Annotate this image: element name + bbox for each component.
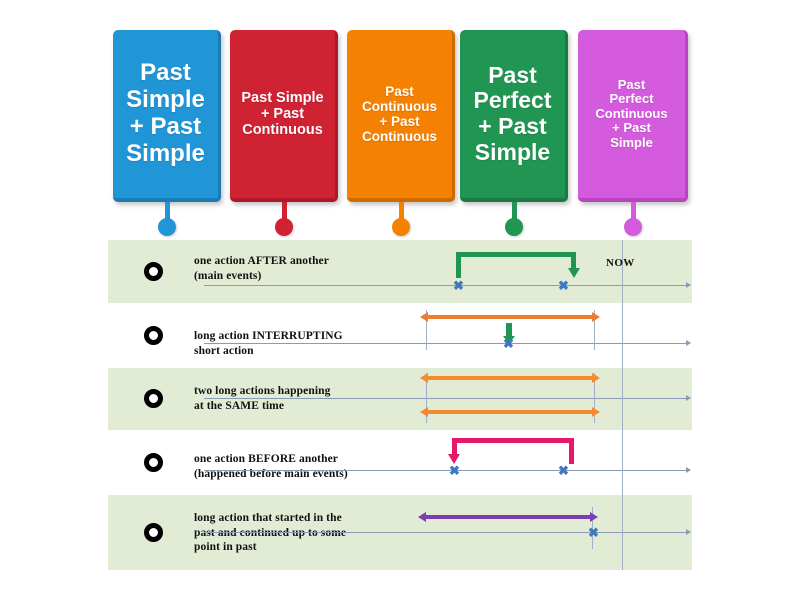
- card-connector-stem-1: [164, 202, 170, 224]
- bracket-top-bar: [452, 438, 574, 443]
- timeline-axis-2: [204, 343, 690, 344]
- tense-card-group-4[interactable]: Past Perfect + Past Simple: [460, 30, 568, 236]
- bracket-top-bar: [456, 252, 576, 257]
- timeline-row-4: one action BEFORE another (happened befo…: [108, 430, 692, 495]
- card-connector-dot-2: [275, 218, 293, 236]
- bracket-arrow-left: [448, 438, 574, 468]
- double-headed-arrow: [420, 373, 600, 383]
- tense-card-5[interactable]: Past Perfect Continuous + Past Simple: [578, 30, 688, 202]
- down-arrow-bar: [506, 323, 512, 336]
- row-description-3: two long actions happening at the SAME t…: [194, 385, 331, 412]
- now-label: NOW: [606, 257, 635, 269]
- timeline-axis-1: [204, 285, 690, 286]
- timeline-axis-arrowhead-4: [686, 467, 691, 473]
- timeline-x-marker: ✖: [449, 463, 460, 478]
- row-description-1: one action AFTER another (main events): [194, 255, 329, 282]
- row-description-2: long action INTERRUPTING short action: [194, 330, 343, 357]
- tense-card-group-2[interactable]: Past Simple + Past Continuous: [230, 30, 338, 236]
- tense-card-1[interactable]: Past Simple + Past Simple: [113, 30, 221, 202]
- bracket-right-leg: [571, 252, 576, 268]
- tense-card-label: Past Simple + Past Simple: [126, 59, 205, 167]
- double-headed-arrow: [418, 512, 598, 522]
- timeline-boundary-tick: [594, 373, 595, 423]
- bracket-arrow-tip: [448, 454, 460, 464]
- arrow-bar: [427, 410, 593, 414]
- arrow-head-right: [592, 407, 600, 417]
- arrow-head-left: [420, 312, 428, 322]
- card-connector-dot-4: [505, 218, 523, 236]
- bracket-arrow-right: [456, 252, 580, 282]
- tense-card-group-3[interactable]: Past Continuous + Past Continuous: [347, 30, 455, 236]
- timeline-x-marker: ✖: [453, 278, 464, 293]
- timeline-x-marker: ✖: [558, 463, 569, 478]
- tense-card-3[interactable]: Past Continuous + Past Continuous: [347, 30, 455, 202]
- tense-card-group-1[interactable]: Past Simple + Past Simple: [113, 30, 221, 236]
- bracket-right-leg: [569, 438, 574, 464]
- arrow-head-left: [420, 407, 428, 417]
- card-connector-stem-3: [398, 202, 404, 224]
- tense-card-label: Past Perfect Continuous + Past Simple: [595, 76, 668, 150]
- tense-card-2[interactable]: Past Simple + Past Continuous: [230, 30, 338, 202]
- timeline-axis-4: [204, 470, 690, 471]
- timeline-boundary-tick: [592, 507, 593, 549]
- row-bullet-4: [144, 453, 163, 472]
- double-headed-arrow: [420, 407, 600, 417]
- tense-card-label: Past Simple + Past Continuous: [241, 89, 324, 139]
- down-arrow: [503, 323, 515, 344]
- double-headed-arrow: [420, 312, 600, 322]
- tense-card-group-5[interactable]: Past Perfect Continuous + Past Simple: [578, 30, 688, 236]
- timeline-boundary-tick: [426, 373, 427, 423]
- timeline-axis-arrowhead-2: [686, 340, 691, 346]
- row-bullet-1: [144, 262, 163, 281]
- timeline-row-3: two long actions happening at the SAME t…: [108, 368, 692, 430]
- bracket-left-leg: [452, 438, 457, 454]
- now-vertical-line: [622, 240, 623, 570]
- timeline-row-5: long action that started in the past and…: [108, 495, 692, 570]
- timeline-x-marker: ✖: [558, 278, 569, 293]
- timeline-panel: one action AFTER another (main events) ✖ ✖…: [108, 240, 692, 570]
- row-bullet-2: [144, 326, 163, 345]
- tense-card-label: Past Perfect + Past Simple: [473, 61, 552, 165]
- timeline-axis-arrowhead-3: [686, 395, 691, 401]
- timeline-row-1: one action AFTER another (main events) ✖ ✖: [108, 240, 692, 303]
- arrow-head-left: [420, 373, 428, 383]
- card-connector-dot-3: [392, 218, 410, 236]
- bracket-left-leg: [456, 252, 461, 278]
- arrow-bar: [427, 376, 593, 380]
- tense-card-label: Past Continuous + Past Continuous: [362, 83, 437, 145]
- down-arrow-tip: [503, 336, 515, 344]
- timeline-x-marker: ✖: [503, 336, 514, 351]
- bracket-arrow-tip: [568, 268, 580, 278]
- row-description-5: long action that started in the past and…: [194, 512, 346, 554]
- timeline-axis-arrowhead-5: [686, 529, 691, 535]
- timeline-axis-5: [204, 532, 690, 533]
- card-connector-stem-4: [511, 202, 517, 224]
- arrow-bar: [425, 515, 591, 519]
- timeline-axis-arrowhead-1: [686, 282, 691, 288]
- arrow-head-right: [590, 512, 598, 522]
- arrow-bar: [427, 315, 593, 319]
- timeline-boundary-tick: [426, 310, 427, 350]
- timeline-row-2: long action INTERRUPTING short action ✖: [108, 303, 692, 368]
- tense-cards-row: Past Simple + Past Simple Past Simple + P…: [0, 0, 800, 240]
- card-connector-stem-5: [630, 202, 636, 224]
- arrow-head-right: [592, 312, 600, 322]
- card-connector-dot-1: [158, 218, 176, 236]
- arrow-head-right: [592, 373, 600, 383]
- row-bullet-3: [144, 389, 163, 408]
- card-connector-dot-5: [624, 218, 642, 236]
- row-bullet-5: [144, 523, 163, 542]
- timeline-axis-3: [204, 398, 690, 399]
- card-connector-stem-2: [281, 202, 287, 224]
- timeline-x-marker: ✖: [588, 525, 599, 540]
- arrow-head-left: [418, 512, 426, 522]
- timeline-boundary-tick: [594, 310, 595, 350]
- tense-card-4[interactable]: Past Perfect + Past Simple: [460, 30, 568, 202]
- row-description-4: one action BEFORE another (happened befo…: [194, 453, 348, 480]
